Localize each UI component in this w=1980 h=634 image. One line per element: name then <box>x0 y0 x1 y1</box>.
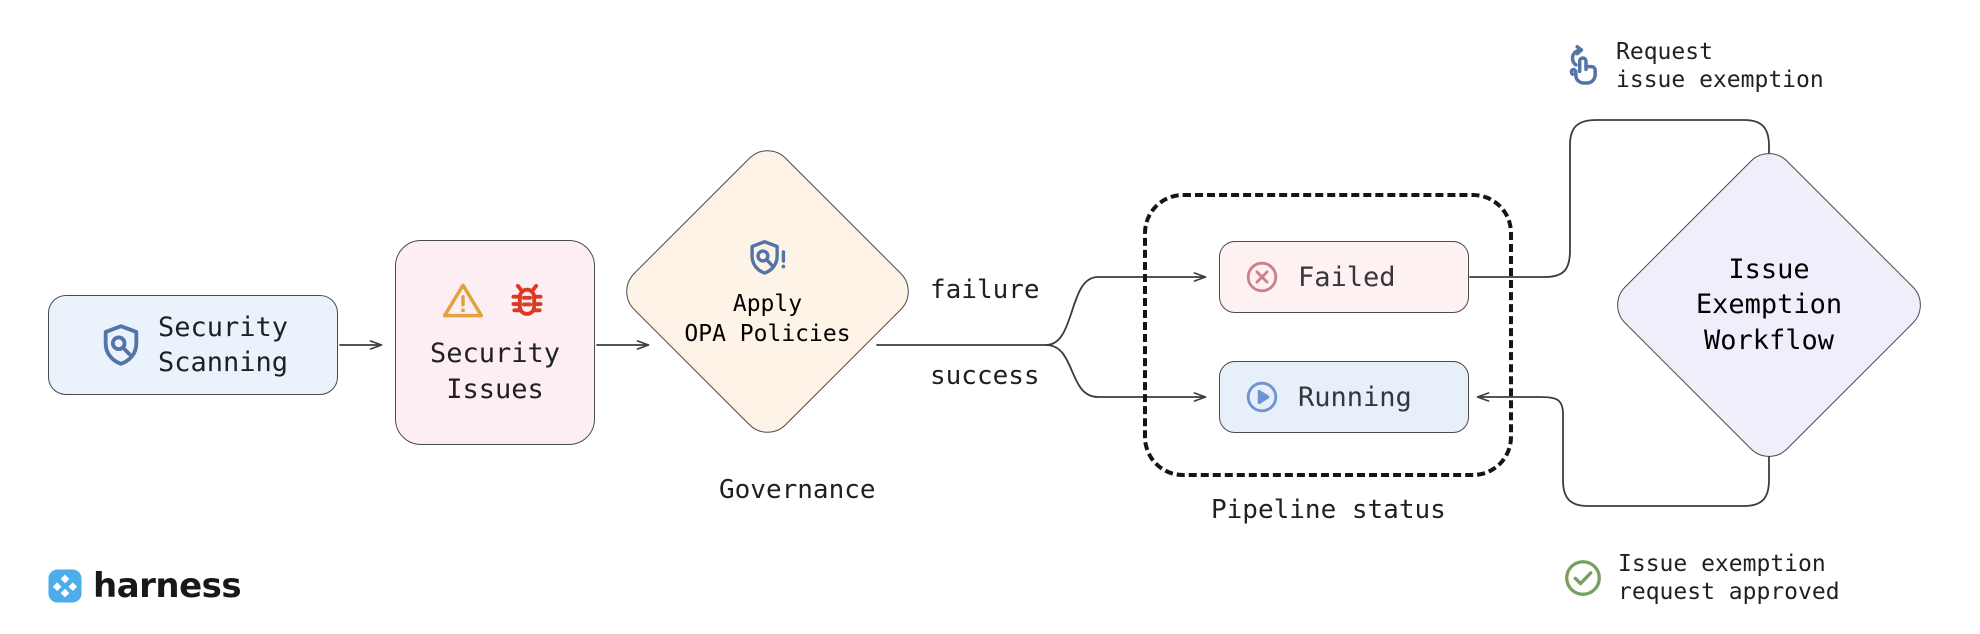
edge-success-to-running <box>1045 344 1207 402</box>
harness-logo-icon <box>48 569 82 603</box>
circle-x-icon <box>1244 259 1280 295</box>
edge-failure-to-failed <box>1045 272 1207 346</box>
caption-governance: Governance <box>719 475 876 505</box>
node-label: Security Issues <box>429 338 561 405</box>
node-exemption-workflow[interactable]: Issue Exemption Workflow <box>1606 142 1932 468</box>
status-chip-running[interactable]: Running <box>1219 361 1469 433</box>
bug-icon <box>505 278 549 322</box>
check-circle-icon <box>1562 557 1604 599</box>
diamond-content: Apply OPA Policies <box>660 184 875 399</box>
pipeline-status-group <box>1143 193 1513 477</box>
status-label: Failed <box>1298 261 1396 293</box>
node-security-issues[interactable]: Security Issues <box>395 240 595 445</box>
annotation-line-1: Issue exemption <box>1618 551 1826 577</box>
click-hand-icon <box>1562 44 1602 88</box>
warning-triangle-icon <box>441 278 485 322</box>
node-security-scanning[interactable]: Security Scanning <box>48 295 338 395</box>
shield-policy-alert-icon <box>746 234 790 282</box>
edge-failed-to-exemption <box>1469 119 1782 278</box>
annotation-line-2: request approved <box>1618 579 1840 606</box>
diamond-content: Issue Exemption Workflow <box>1654 190 1884 420</box>
annotation-line-1: Request <box>1616 39 1713 65</box>
node-label: Issue Exemption Workflow <box>1695 254 1843 356</box>
edge-exemption-to-running <box>1476 392 1770 507</box>
harness-wordmark: harness <box>93 566 242 606</box>
shield-search-icon <box>98 320 144 370</box>
edge-label-success: success <box>930 361 1040 391</box>
caption-pipeline-status: Pipeline status <box>1211 495 1446 525</box>
status-label: Running <box>1298 381 1412 413</box>
issue-icon-row <box>441 278 549 322</box>
annotation-line-2: issue exemption <box>1616 67 1824 94</box>
edge-label-failure: failure <box>930 275 1040 305</box>
node-label: Security Scanning <box>157 311 289 378</box>
node-label: Apply OPA Policies <box>684 290 851 347</box>
node-governance-diamond[interactable]: Apply OPA Policies <box>615 139 920 444</box>
status-chip-failed[interactable]: Failed <box>1219 241 1469 313</box>
circle-play-icon <box>1244 379 1280 415</box>
harness-logo: harness <box>48 566 242 606</box>
